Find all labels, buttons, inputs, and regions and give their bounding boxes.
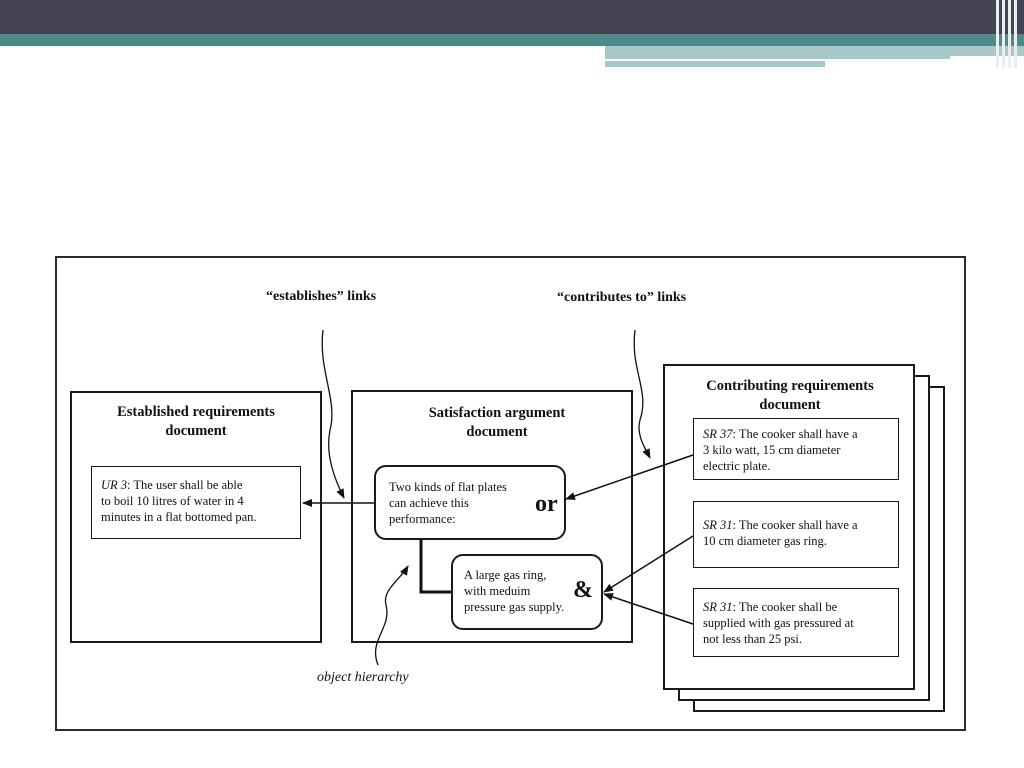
sr31a-contributes-arrow (603, 535, 694, 593)
sr31b-id: SR 31 (703, 600, 733, 614)
header-bar-teal (0, 34, 1024, 46)
established-doc-title: Established requirements document (117, 404, 275, 439)
sr31b-contributes-arrow (603, 593, 694, 625)
or-node-line-2: can achieve this (389, 496, 469, 510)
ur3-text: UR 3: The user shall be able to boil 10 … (101, 477, 299, 525)
header-bar-dark (0, 0, 1024, 34)
sr37-text-line-2: 3 kilo watt, 15 cm diameter (703, 443, 841, 457)
sr31a-text: SR 31: The cooker shall have a 10 cm dia… (703, 517, 897, 549)
sr37-requirement-box (693, 418, 899, 480)
establishes-pointer (321, 329, 345, 499)
sr37-text-line-3: electric plate. (703, 459, 771, 473)
ur3-id: UR 3 (101, 478, 128, 492)
and-node-line-2: with meduim (464, 584, 531, 598)
object-hierarchy-pointer (375, 565, 409, 666)
and-node-text: A large gas ring, with meduim pressure g… (464, 567, 594, 615)
header-stripe (996, 0, 999, 68)
contributing-doc-title: Contributing requirements document (706, 378, 874, 413)
sr31a-text-line-1: : The cooker shall have a (732, 518, 858, 532)
sr31b-text-line-1: : The cooker shall be (732, 600, 838, 614)
or-operator: or (535, 491, 558, 517)
and-operator: & (573, 577, 593, 603)
header-line (605, 56, 950, 59)
sr31b-text-line-3: not less than 25 psi. (703, 632, 802, 646)
contributes-pointer (633, 329, 651, 459)
or-node-text: Two kinds of flat plates can achieve thi… (389, 479, 529, 527)
header-stripe (1008, 0, 1011, 68)
satisfaction-doc-title: Satisfaction argument document (428, 405, 566, 440)
sr31b-requirement-box (693, 588, 899, 657)
sr37-text-line-1: : The cooker shall have a (732, 427, 858, 441)
ur3-text-line-2: to boil 10 litres of water in 4 (101, 494, 244, 508)
sr31b-text-line-2: supplied with gas pressured at (703, 616, 854, 630)
hierarchy-link (419, 540, 451, 594)
header-stripe (1002, 0, 1005, 68)
or-node-line-3: performance: (389, 512, 456, 526)
sr31a-text-line-2: 10 cm diameter gas ring. (703, 534, 827, 548)
sr31b-text: SR 31: The cooker shall be supplied with… (703, 599, 897, 647)
header-line-2 (605, 61, 825, 67)
and-node-line-3: pressure gas supply. (464, 600, 565, 614)
contributes-links-label: “contributes to” links (557, 290, 687, 305)
header-stripe (1014, 0, 1017, 68)
ur3-text-line-3: minutes in a flat bottomed pan. (101, 510, 257, 524)
and-node-box (451, 554, 603, 630)
or-node-line-1: Two kinds of flat plates (389, 480, 507, 494)
header-bar-light (605, 46, 1024, 56)
sr31a-id: SR 31 (703, 518, 733, 532)
or-node-box (374, 465, 566, 540)
establishes-links-label: “establishes” links (266, 289, 377, 304)
sr37-id: SR 37 (703, 427, 733, 441)
ur3-requirement-box (91, 466, 301, 539)
sr31a-requirement-box (693, 501, 899, 568)
object-hierarchy-label: object hierarchy (317, 670, 409, 685)
and-node-line-1: A large gas ring, (464, 568, 547, 582)
sr37-text: SR 37: The cooker shall have a 3 kilo wa… (703, 426, 897, 474)
sr37-contributes-arrow (565, 454, 694, 500)
ur3-text-line-1: : The user shall be able (127, 478, 243, 492)
